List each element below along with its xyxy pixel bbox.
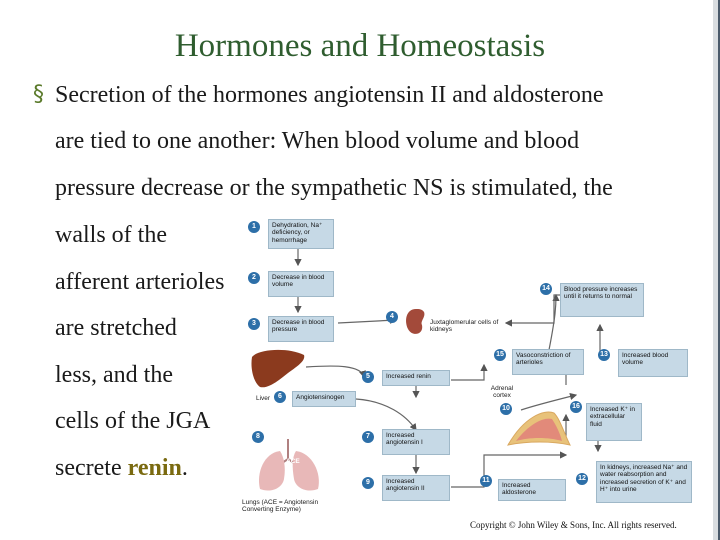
raa-pathway-diagram: 1 Dehydration, Na⁺ deficiency, or hemorr… <box>236 215 716 517</box>
text-line: cells of the JGA <box>55 408 210 435</box>
step-box-kidney-reabsorption: In kidneys, increased Na⁺ and water reab… <box>596 461 692 503</box>
liver-icon <box>248 347 308 391</box>
step-box-vasoconstriction: Vasoconstriction of arterioles <box>512 349 584 375</box>
step-number: 3 <box>248 318 260 330</box>
step-number: 12 <box>576 473 588 485</box>
text-line: afferent arterioles <box>55 269 224 296</box>
kidney-icon <box>402 307 430 337</box>
step-box-aldosterone: Increased aldosterone <box>498 479 566 501</box>
step-number: 13 <box>598 349 610 361</box>
adrenal-gland-icon <box>504 407 574 451</box>
lungs-label: Lungs (ACE = Angiotensin Converting Enzy… <box>242 499 332 514</box>
adrenal-cortex-label: Adrenal cortex <box>482 385 522 400</box>
step-number: 11 <box>480 475 492 487</box>
step-number: 6 <box>274 391 286 403</box>
copyright-notice: Copyright © John Wiley & Sons, Inc. All … <box>470 520 677 530</box>
step-box-pressure-returns: Blood pressure increases until it return… <box>560 283 644 317</box>
step-box-dehydration: Dehydration, Na⁺ deficiency, or hemorrha… <box>268 219 334 249</box>
text-line: Secretion of the hormones angiotensin II… <box>55 82 604 109</box>
text-line: less, and the <box>55 362 173 389</box>
step-number: 1 <box>248 221 260 233</box>
text-line-last: secrete renin. <box>55 455 188 482</box>
text-line: pressure decrease or the sympathetic NS … <box>55 175 613 202</box>
step-box-angiotensinogen: Angiotensinogen <box>292 391 356 407</box>
step-box-angiotensin-ii: Increased angiotensin II <box>382 475 450 501</box>
renin-highlight: renin <box>128 455 182 481</box>
step-number: 2 <box>248 272 260 284</box>
ace-label: ACE <box>286 458 300 465</box>
jg-cells-label: Juxtaglomerular cells of kidneys <box>430 319 500 334</box>
step-box-renin: Increased renin <box>382 370 450 386</box>
step-box-increased-k: Increased K⁺ in extracellular fluid <box>586 403 642 441</box>
liver-label: Liver <box>256 395 270 402</box>
text-line: are stretched <box>55 315 177 342</box>
step-box-increased-volume: Increased blood volume <box>618 349 688 377</box>
slide-title: Hormones and Homeostasis <box>0 28 720 65</box>
text-suffix: . <box>182 455 188 481</box>
step-number: 9 <box>362 477 374 489</box>
step-box-blood-volume: Decrease in blood volume <box>268 271 334 297</box>
step-number: 4 <box>386 311 398 323</box>
text-line: are tied to one another: When blood volu… <box>55 128 579 155</box>
step-box-angiotensin-i: Increased angiotensin I <box>382 429 450 455</box>
step-number: 15 <box>494 349 506 361</box>
step-number: 16 <box>570 401 582 413</box>
text-line: walls of the <box>55 222 167 249</box>
step-number: 14 <box>540 283 552 295</box>
text-prefix: secrete <box>55 455 128 481</box>
step-box-blood-pressure: Decrease in blood pressure <box>268 316 334 342</box>
step-number: 7 <box>362 431 374 443</box>
step-number: 5 <box>362 371 374 383</box>
bullet-icon: § <box>33 82 44 107</box>
